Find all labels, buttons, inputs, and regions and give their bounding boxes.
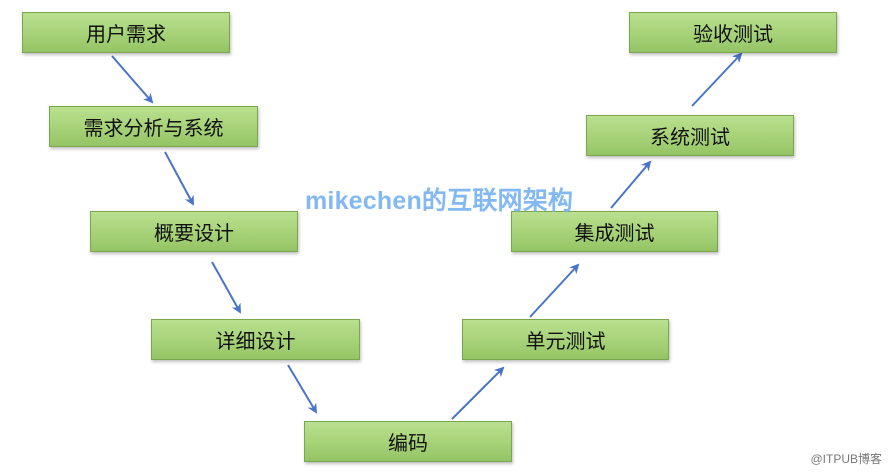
step-detailed-design: 详细设计: [151, 319, 360, 360]
arrow-6: [529, 263, 580, 318]
step-coding: 编码: [304, 421, 512, 462]
arrow-5: [451, 366, 505, 420]
arrow-3: [211, 261, 241, 314]
step-requirements-analysis: 需求分析与系统: [49, 106, 258, 147]
arrow-8: [691, 52, 743, 107]
watermark-text: mikechen的互联网架构: [305, 187, 574, 215]
step-acceptance-testing: 验收测试: [629, 12, 837, 53]
step-integration-testing: 集成测试: [511, 211, 718, 252]
arrow-2: [164, 151, 194, 206]
step-high-level-design: 概要设计: [90, 211, 298, 252]
source-credit: @ITPUB博客: [810, 452, 882, 466]
arrow-4: [287, 364, 318, 414]
arrow-1: [111, 55, 154, 104]
step-user-requirements: 用户需求: [22, 12, 230, 53]
step-system-testing: 系统测试: [586, 115, 794, 156]
step-unit-testing: 单元测试: [462, 319, 669, 360]
arrow-7: [610, 160, 652, 209]
